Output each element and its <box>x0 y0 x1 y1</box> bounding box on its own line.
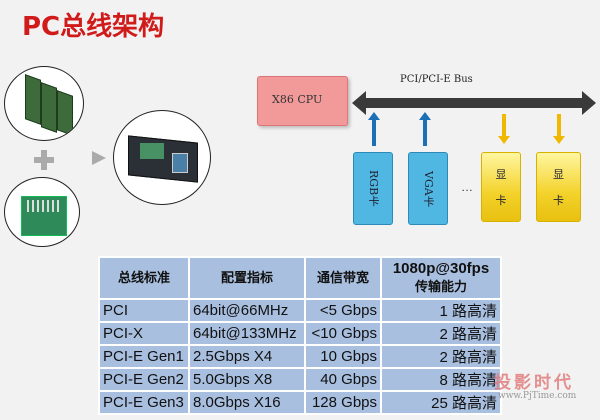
arrow-down-icon <box>553 114 565 144</box>
cell: PCI-E Gen1 <box>100 346 188 367</box>
arrow-up-icon <box>368 112 380 146</box>
graphics-card: 显卡 <box>536 152 581 222</box>
gpu-label: 卡 <box>495 194 507 207</box>
ellipsis: … <box>461 180 473 194</box>
page-title: PC总线架构 <box>22 12 165 42</box>
header-capacity-line2: 传输能力 <box>414 279 467 294</box>
cell: PCI-X <box>100 323 188 344</box>
vga-card-label: VGA卡 <box>422 170 435 207</box>
table-header-row: 总线标准 配置指标 通信带宽 1080p@30fps 传输能力 <box>100 258 500 298</box>
cell: 2.5Gbps X4 <box>190 346 304 367</box>
arrow-right-icon <box>92 151 106 165</box>
arrow-down-icon <box>498 114 510 144</box>
gpu-label: 显 <box>553 168 564 181</box>
cell: 10 Gbps <box>306 346 380 367</box>
vga-card: VGA卡 <box>408 152 448 225</box>
rgb-card-label: RGB卡 <box>367 170 380 207</box>
cell: 64bit@133MHz <box>190 323 304 344</box>
backplane-image <box>4 177 80 247</box>
header-config: 配置指标 <box>190 258 304 298</box>
watermark-url: www.PjTime.com <box>498 391 577 401</box>
gpu-label: 卡 <box>553 194 564 207</box>
cell: 2 路高清 <box>382 323 500 344</box>
cell: 2 路高清 <box>382 346 500 367</box>
cell: PCI-E Gen3 <box>100 392 188 413</box>
plus-icon <box>34 150 54 170</box>
cell: 128 Gbps <box>306 392 380 413</box>
cell: 8.0Gbps X16 <box>190 392 304 413</box>
cell: <5 Gbps <box>306 300 380 321</box>
header-capacity: 1080p@30fps 传输能力 <box>382 258 500 298</box>
arrow-up-icon <box>419 112 431 146</box>
cell: PCI-E Gen2 <box>100 369 188 390</box>
cell: 1 路高清 <box>382 300 500 321</box>
bus-arrow-icon <box>352 91 596 115</box>
cell: 40 Gbps <box>306 369 380 390</box>
watermark-logo: 投影时代 <box>494 373 574 392</box>
bus-label: PCI/PCI-E Bus <box>400 74 473 85</box>
graphics-card: 显卡 <box>481 152 521 222</box>
cell: 8 路高清 <box>382 369 500 390</box>
header-capacity-line1: 1080p@30fps <box>392 260 490 277</box>
cell: 25 路高清 <box>382 392 500 413</box>
rgb-card: RGB卡 <box>353 152 393 225</box>
gpu-label: 显 <box>495 168 507 181</box>
cell: 5.0Gbps X8 <box>190 369 304 390</box>
header-bandwidth: 通信带宽 <box>306 258 380 298</box>
chassis-image <box>113 110 211 205</box>
cell: 64bit@66MHz <box>190 300 304 321</box>
cell: <10 Gbps <box>306 323 380 344</box>
header-bus-standard: 总线标准 <box>100 258 188 298</box>
pci-cards-image <box>4 66 84 141</box>
cpu-box: X86 CPU <box>257 76 348 126</box>
cell: PCI <box>100 300 188 321</box>
